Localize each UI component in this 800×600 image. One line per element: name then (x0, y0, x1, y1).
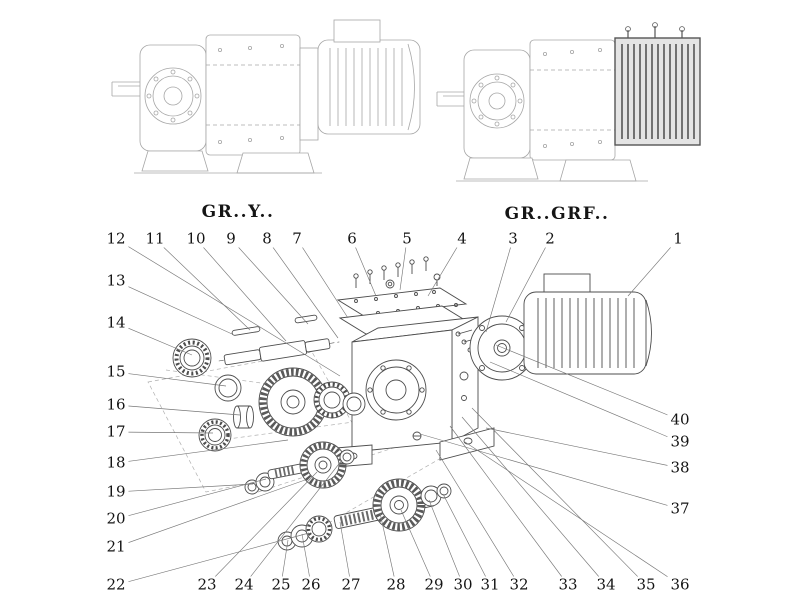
callout-2: 2 (542, 230, 558, 248)
callout-1: 1 (670, 230, 686, 248)
callout-36: 36 (667, 576, 693, 594)
callout-32: 32 (506, 576, 532, 594)
callout-27: 27 (338, 576, 364, 594)
gearmotor-overview-grgrf (436, 22, 701, 182)
callout-31: 31 (477, 576, 503, 594)
callout-19: 19 (103, 483, 129, 501)
housing-body (335, 316, 495, 468)
callout-25: 25 (268, 576, 294, 594)
callout-17: 17 (103, 423, 129, 441)
callout-10: 10 (183, 230, 209, 248)
callout-26: 26 (298, 576, 324, 594)
callout-30: 30 (450, 576, 476, 594)
callout-40: 40 (667, 411, 693, 429)
callout-38: 38 (667, 459, 693, 477)
callout-29: 29 (421, 576, 447, 594)
callout-35: 35 (633, 576, 659, 594)
callout-5: 5 (399, 230, 415, 248)
motor-assembly (455, 273, 652, 381)
callout-9: 9 (223, 230, 239, 248)
intermediate-assembly (244, 441, 355, 495)
output-shaft-assembly (277, 478, 452, 551)
callout-8: 8 (259, 230, 275, 248)
variant-label-grgrf: GR..GRF.. (504, 204, 610, 224)
callout-6: 6 (344, 230, 360, 248)
callout-33: 33 (555, 576, 581, 594)
callout-7: 7 (289, 230, 305, 248)
callout-13: 13 (103, 272, 129, 290)
callout-28: 28 (383, 576, 409, 594)
callout-22: 22 (103, 576, 129, 594)
gearmotor-overview-gry (111, 19, 421, 174)
callout-23: 23 (194, 576, 220, 594)
finned-cover (614, 22, 701, 146)
callout-39: 39 (667, 433, 693, 451)
callout-21: 21 (103, 538, 129, 556)
callout-20: 20 (103, 510, 129, 528)
callout-12: 12 (103, 230, 129, 248)
callout-24: 24 (231, 576, 257, 594)
exploded-view (147, 256, 652, 551)
callout-4: 4 (454, 230, 470, 248)
callout-14: 14 (103, 314, 129, 332)
cover-bolts (353, 256, 441, 289)
callout-11: 11 (142, 230, 168, 248)
callout-15: 15 (103, 363, 129, 381)
callout-16: 16 (103, 396, 129, 414)
callout-34: 34 (593, 576, 619, 594)
callout-37: 37 (667, 500, 693, 518)
callout-18: 18 (103, 454, 129, 472)
variant-label-gry: GR..Y.. (201, 202, 275, 222)
callout-3: 3 (505, 230, 521, 248)
input-shaft-assembly (172, 314, 366, 452)
